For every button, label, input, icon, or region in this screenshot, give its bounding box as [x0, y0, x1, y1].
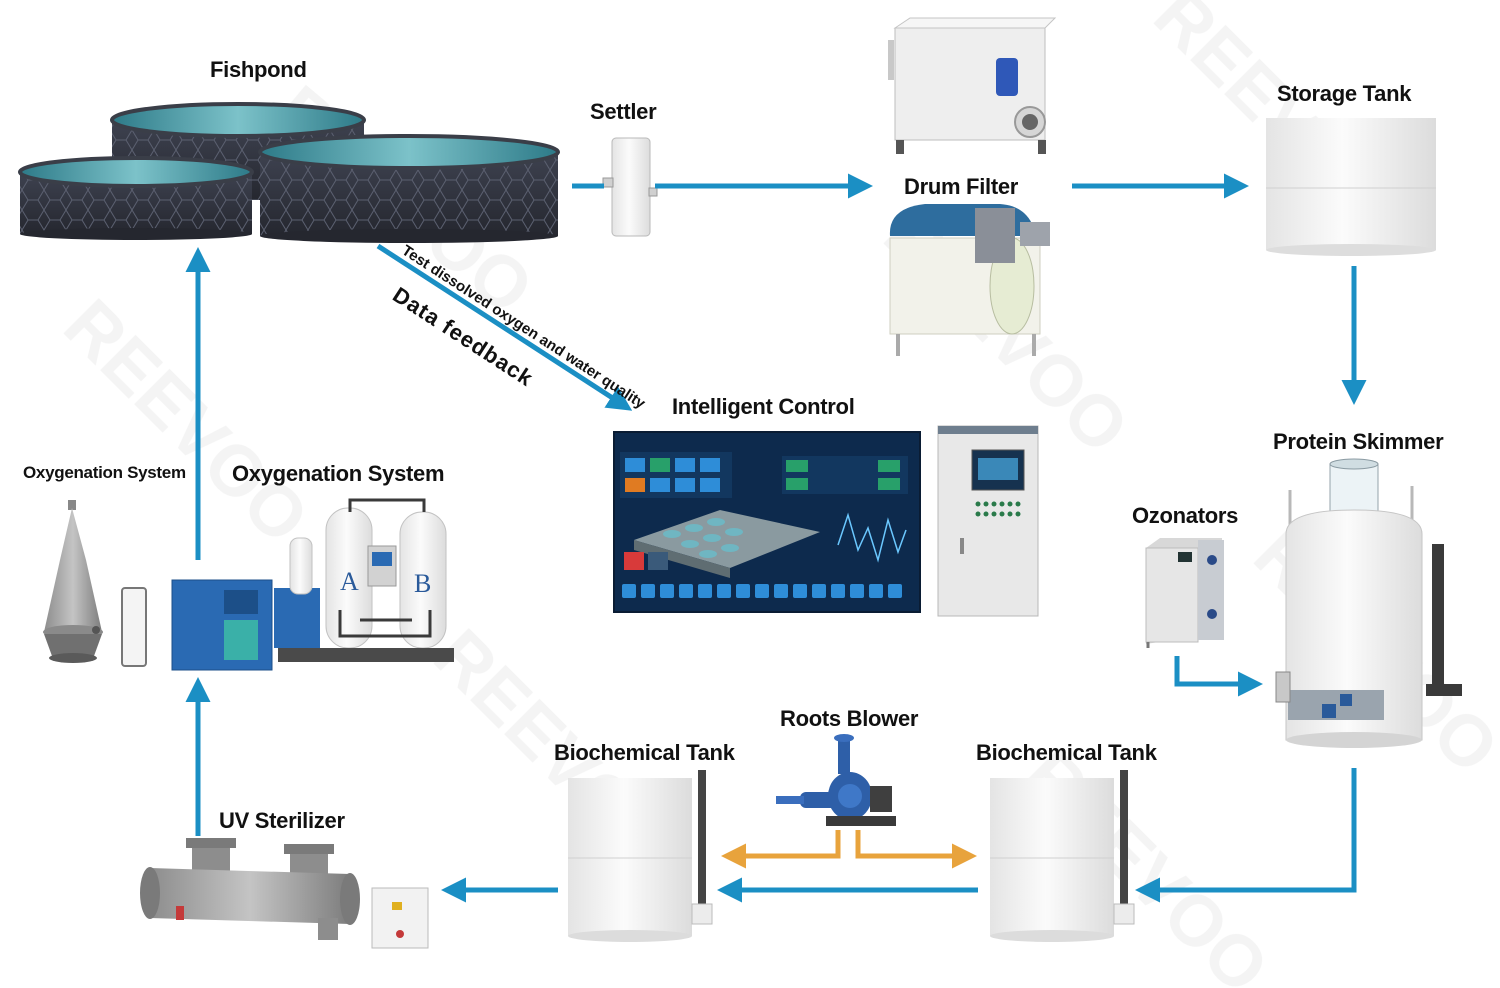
label-biochemical-tank-right: Biochemical Tank [976, 740, 1157, 765]
tank-label-b: B [414, 569, 431, 598]
drum-filter-image [889, 204, 1050, 356]
control-cabinet-image [937, 425, 1039, 617]
biochemical-tank-left-image [568, 770, 713, 942]
air-arrow-left [721, 830, 841, 869]
oxygen-cone-image [43, 500, 103, 663]
label-drum-filter: Drum Filter [904, 174, 1019, 199]
arrow-feedback-to-control [376, 243, 633, 411]
settler-image [602, 137, 658, 237]
ozonator-image [1145, 538, 1224, 648]
protein-skimmer-image [1275, 458, 1462, 748]
control-screen-image [613, 431, 921, 613]
air-arrows [721, 830, 977, 869]
air-arrow-right [855, 830, 977, 869]
label-storage-tank: Storage Tank [1277, 81, 1412, 106]
label-ozonators: Ozonators [1132, 503, 1239, 528]
uv-sterilizer-image [140, 838, 429, 949]
flow-arrows [185, 173, 1367, 903]
label-oxygenation-system-cone: Oxygenation System [23, 463, 186, 482]
drum-filter-top-image [888, 17, 1057, 154]
label-protein-skimmer: Protein Skimmer [1273, 429, 1444, 454]
fishpond-image [18, 102, 560, 243]
roots-blower-image [776, 734, 896, 826]
biochemical-tank-right-image [990, 770, 1135, 942]
svg-text:REEVOO: REEVOO [49, 285, 323, 559]
arrow-ozonator-to-skimmer [1174, 656, 1263, 697]
oxygen-panel-image [121, 587, 147, 667]
label-uv-sterilizer: UV Sterilizer [219, 808, 345, 833]
oxygen-generator-image: A B [171, 498, 454, 671]
arrow-skimmer-to-biotank [1135, 768, 1357, 903]
label-biochemical-tank-left: Biochemical Tank [554, 740, 735, 765]
label-roots-blower: Roots Blower [780, 706, 919, 731]
tank-label-a: A [340, 567, 359, 596]
label-fishpond: Fishpond [210, 57, 307, 82]
label-intelligent-control: Intelligent Control [672, 394, 855, 419]
label-oxygenation-system-generator: Oxygenation System [232, 461, 445, 486]
storage-tank-image [1266, 118, 1436, 256]
label-settler: Settler [590, 99, 657, 124]
